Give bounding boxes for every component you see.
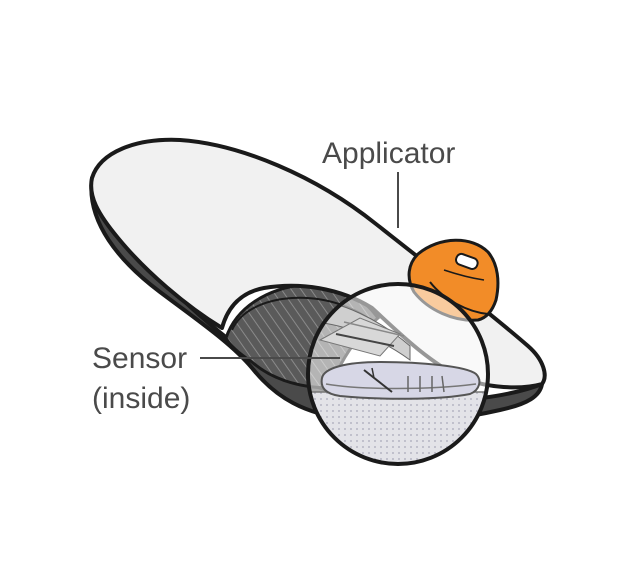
sensor xyxy=(320,360,481,400)
sensor-inside-label: (inside) xyxy=(92,382,190,415)
sensor-label: Sensor xyxy=(92,342,187,375)
applicator-tab xyxy=(407,238,500,322)
applicator-label: Applicator xyxy=(322,137,455,170)
